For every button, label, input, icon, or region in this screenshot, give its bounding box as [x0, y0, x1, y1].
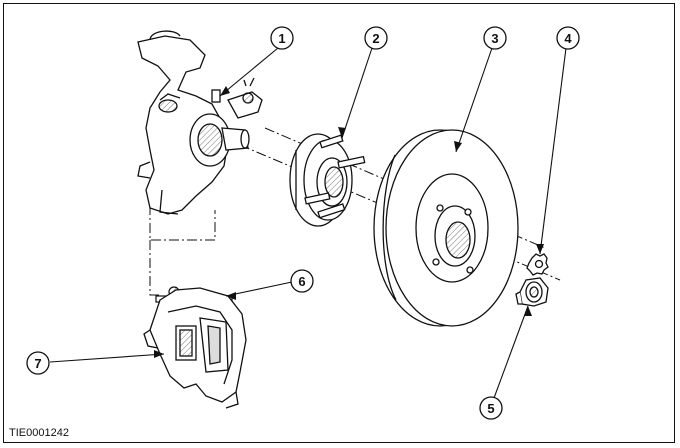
callout-label: 7 — [34, 356, 41, 371]
brake-disc-icon — [373, 129, 519, 327]
callout-3: 3 — [483, 26, 507, 50]
callout-label: 3 — [491, 31, 498, 46]
wheel-hub-icon — [289, 133, 366, 227]
callout-4: 4 — [556, 26, 580, 50]
steering-knuckle-icon — [137, 30, 263, 215]
hub-nut-icon — [515, 277, 549, 307]
callout-leaders — [49, 47, 567, 399]
diagram-frame — [3, 3, 675, 443]
callout-7: 7 — [26, 351, 50, 375]
callout-label: 2 — [372, 31, 379, 46]
callout-label: 1 — [278, 31, 285, 46]
leader-3 — [455, 47, 493, 153]
wheel-stud-icon — [304, 134, 366, 219]
leader-6 — [225, 281, 293, 297]
callout-label: 6 — [298, 274, 305, 289]
brake-caliper-icon — [143, 287, 247, 409]
callout-2: 2 — [364, 26, 388, 50]
leader-1 — [219, 47, 279, 97]
callout-5: 5 — [479, 396, 503, 420]
leader-2 — [341, 47, 373, 139]
leader-4 — [539, 47, 567, 255]
callout-label: 5 — [487, 401, 494, 416]
callout-label: 4 — [564, 31, 572, 46]
leader-arrowheads — [154, 86, 544, 358]
leader-7 — [49, 353, 165, 363]
lock-washer-icon — [526, 253, 549, 276]
figure-reference-code: TIE0001242 — [9, 427, 69, 439]
callout-1: 1 — [270, 26, 294, 50]
callout-6: 6 — [290, 269, 314, 293]
leader-5 — [493, 305, 529, 399]
